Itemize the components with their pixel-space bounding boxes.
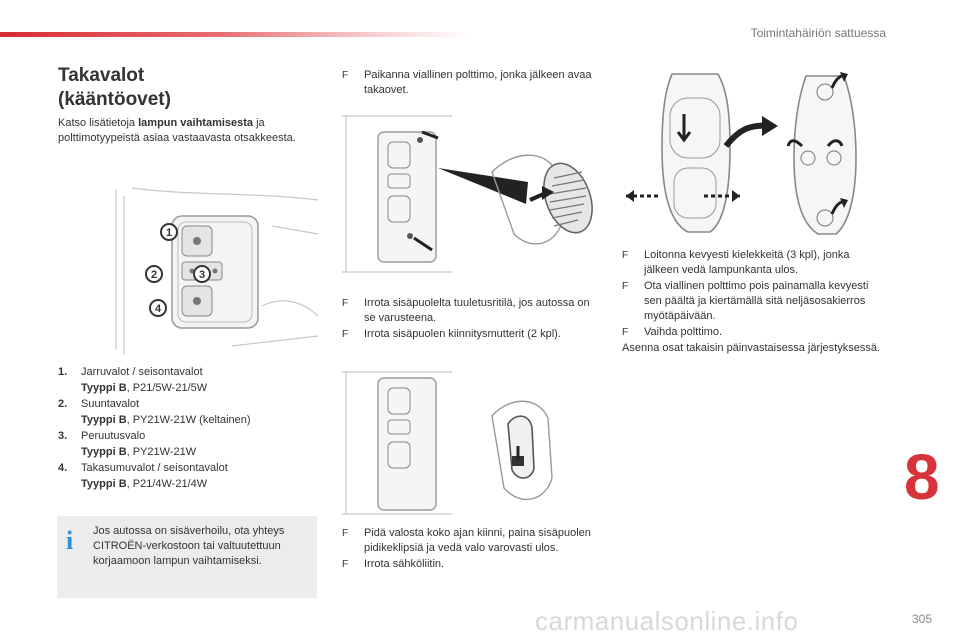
step-item: F Loitonna kevyesti kielekkeitä (3 kpl),… bbox=[622, 248, 884, 278]
callout-4-label: 4 bbox=[155, 303, 162, 315]
step-item: F Irrota sisäpuolelta tuuletusritilä, jo… bbox=[342, 296, 604, 326]
intro-pre: Katso lisätietoja bbox=[58, 117, 139, 129]
legend-item: 4. Takasumuvalot / seisontavalot Tyyppi … bbox=[58, 460, 308, 492]
closing-text: Asenna osat takaisin päinvastaisessa jär… bbox=[622, 342, 881, 354]
step-text: Ota viallinen polttimo pois painamalla k… bbox=[644, 280, 869, 322]
step-bullet: F bbox=[342, 559, 349, 570]
legend-item: 3. Peruutusvalo Tyyppi B, PY21W-21W bbox=[58, 428, 308, 460]
legend-num: 4. bbox=[58, 462, 68, 474]
step-bullet: F bbox=[342, 528, 349, 539]
info-text: Jos autossa on sisäverhoilu, ota yhteys … bbox=[93, 525, 285, 567]
title-line-1: Takavalot bbox=[58, 65, 145, 86]
legend-num: 3. bbox=[58, 430, 68, 442]
step-bullet: F bbox=[622, 327, 629, 338]
legend-name: Peruutusvalo bbox=[81, 430, 146, 442]
watermark: carmanualsonline.info bbox=[535, 606, 799, 636]
step-bullet: F bbox=[622, 250, 629, 261]
steps-remove-grille: F Irrota sisäpuolelta tuuletusritilä, jo… bbox=[342, 296, 604, 343]
legend-name: Takasumuvalot / seisontavalot bbox=[81, 462, 228, 474]
legend-item: 1. Jarruvalot / seisontavalot Tyyppi B, … bbox=[58, 364, 308, 396]
title-line-2: (kääntöovet) bbox=[58, 89, 171, 110]
bulb-legend: 1. Jarruvalot / seisontavalot Tyyppi B, … bbox=[58, 364, 308, 492]
callout-4: 4 bbox=[149, 299, 167, 317]
legend-num: 1. bbox=[58, 366, 68, 378]
page-title: Takavalot (kääntöovet) bbox=[58, 64, 171, 112]
intro-post: ja polttimotyypeistä asiaa vastaavasta o… bbox=[58, 117, 296, 144]
steps-open-doors: F Paikanna viallinen polttimo, jonka jäl… bbox=[342, 68, 604, 99]
step-text: Irrota sähköliitin. bbox=[364, 558, 445, 570]
info-icon: i bbox=[66, 526, 74, 555]
legend-name: Suuntavalot bbox=[81, 398, 140, 410]
callout-3: 3 bbox=[193, 265, 211, 283]
step-bullet: F bbox=[342, 329, 349, 340]
section-title: Toimintahäiriön sattuessa bbox=[750, 26, 886, 40]
page-number: 305 bbox=[912, 612, 933, 626]
callout-1: 1 bbox=[160, 223, 178, 241]
step-item: F Vaihda polttimo. bbox=[622, 325, 884, 340]
step-bullet: F bbox=[622, 281, 629, 292]
callout-2: 2 bbox=[145, 265, 163, 283]
step-text: Paikanna viallinen polttimo, jonka jälke… bbox=[364, 69, 592, 96]
intro-text: Katso lisätietoja lampun vaihtamisesta j… bbox=[58, 116, 308, 146]
legend-type-label: Tyyppi B bbox=[81, 446, 127, 458]
step-item: F Ota viallinen polttimo pois painamalla… bbox=[622, 279, 884, 324]
step-item: F Pidä valosta koko ajan kiinni, paina s… bbox=[342, 526, 604, 556]
callout-3-label: 3 bbox=[199, 269, 205, 281]
step-bullet: F bbox=[342, 70, 349, 81]
step-text: Loitonna kevyesti kielekkeitä (3 kpl), j… bbox=[644, 249, 850, 276]
chapter-number: 8 bbox=[904, 441, 940, 513]
legend-type-label: Tyyppi B bbox=[81, 478, 127, 490]
legend-type-value: , PY21W-21W bbox=[126, 446, 197, 458]
legend-type-value: , P21/5W-21/5W bbox=[126, 382, 208, 394]
rear-light-figure: 1 2 3 4 bbox=[115, 187, 318, 354]
step-text: Vaihda polttimo. bbox=[644, 326, 723, 338]
step-item: F Irrota sisäpuolen kiinnitysmutterit (2… bbox=[342, 327, 604, 342]
legend-name: Jarruvalot / seisontavalot bbox=[81, 366, 203, 378]
steps-replace-bulb: F Loitonna kevyesti kielekkeitä (3 kpl),… bbox=[622, 248, 884, 356]
step-text: Irrota sisäpuolen kiinnitysmutterit (2 k… bbox=[364, 328, 561, 340]
legend-type-label: Tyyppi B bbox=[81, 382, 127, 394]
step-item: F Irrota sähköliitin. bbox=[342, 557, 604, 572]
callout-2-label: 2 bbox=[151, 269, 157, 281]
step-text: Irrota sisäpuolelta tuuletusritilä, jos … bbox=[364, 297, 590, 324]
intro-link-text: lampun vaihtamisesta bbox=[138, 117, 254, 129]
step-text: Pidä valosta koko ajan kiinni, paina sis… bbox=[364, 527, 591, 554]
legend-type-label: Tyyppi B bbox=[81, 414, 127, 426]
info-box: i Jos autossa on sisäverhoilu, ota yhtey… bbox=[57, 516, 317, 598]
callout-1-label: 1 bbox=[166, 227, 172, 239]
step-item: F Paikanna viallinen polttimo, jonka jäl… bbox=[342, 68, 604, 98]
legend-item: 2. Suuntavalot Tyyppi B, PY21W-21W (kelt… bbox=[58, 396, 308, 428]
legend-type-value: , PY21W-21W (keltainen) bbox=[126, 414, 251, 426]
legend-num: 2. bbox=[58, 398, 68, 410]
door-grille-figure bbox=[342, 115, 593, 273]
legend-type-value: , P21/4W-21/4W bbox=[126, 478, 208, 490]
lamp-holder-figure bbox=[626, 72, 857, 235]
header-accent-bar bbox=[0, 32, 470, 37]
step-bullet: F bbox=[342, 298, 349, 309]
steps-remove-light: F Pidä valosta koko ajan kiinni, paina s… bbox=[342, 526, 604, 573]
clip-figure bbox=[342, 371, 553, 515]
